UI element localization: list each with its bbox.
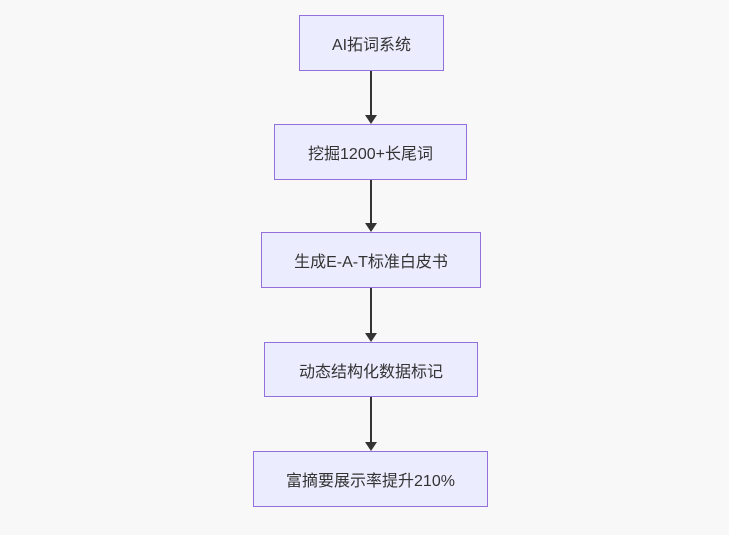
flow-node-longtail-keyword-mining: 挖掘1200+长尾词 <box>274 124 467 180</box>
flow-arrow-2 <box>364 180 378 232</box>
flow-node-label: 富摘要展示率提升210% <box>286 473 455 490</box>
arrow-down-icon <box>365 333 377 342</box>
arrow-line <box>370 71 372 115</box>
flow-node-label: 动态结构化数据标记 <box>298 363 443 381</box>
flow-node-label: 生成E-A-T标准白皮书 <box>294 254 448 271</box>
flow-node-label: 挖掘1200+长尾词 <box>308 146 433 163</box>
flow-node-label: AI拓词系统 <box>331 37 412 54</box>
flow-arrow-4 <box>364 397 378 451</box>
flow-arrow-1 <box>364 71 378 124</box>
arrow-line <box>370 180 372 223</box>
arrow-down-icon <box>365 115 377 124</box>
arrow-line <box>370 288 372 333</box>
flow-node-dynamic-structured-data-markup: 动态结构化数据标记 <box>264 342 478 397</box>
flow-node-ai-word-expansion-system: AI拓词系统 <box>299 15 444 71</box>
flow-node-eat-whitepaper-generation: 生成E-A-T标准白皮书 <box>261 232 481 288</box>
flow-arrow-3 <box>364 288 378 342</box>
arrow-down-icon <box>365 223 377 232</box>
arrow-down-icon <box>365 442 377 451</box>
arrow-line <box>370 397 372 442</box>
flow-node-rich-snippet-rate-increase: 富摘要展示率提升210% <box>253 451 488 507</box>
